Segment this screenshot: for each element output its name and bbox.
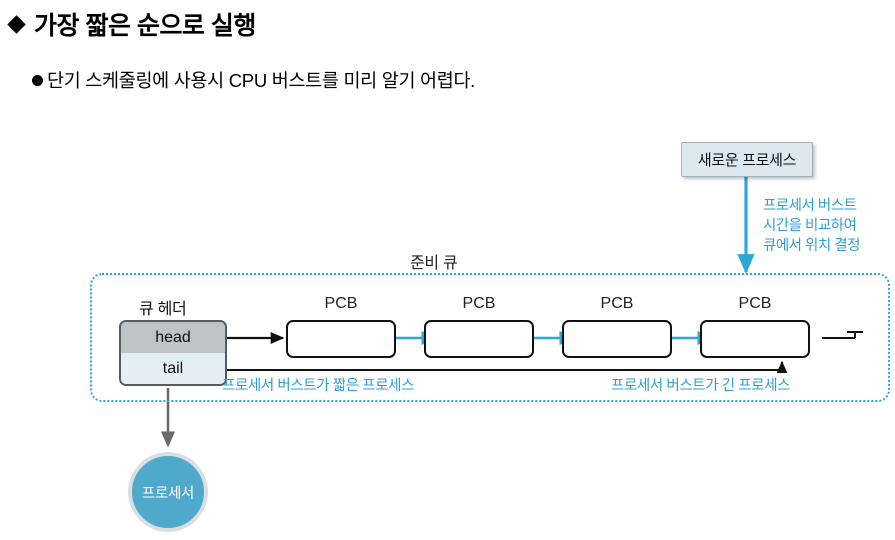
processor-node[interactable]: 프로세서 bbox=[128, 452, 208, 532]
pcb-box-2[interactable] bbox=[424, 320, 534, 358]
queue-header-tail-label: tail bbox=[162, 359, 184, 377]
queue-header-box[interactable]: head tail bbox=[119, 320, 227, 386]
annotation-right-line2: 시간을 비교하여 bbox=[763, 218, 857, 234]
ready-queue-region bbox=[90, 273, 890, 402]
pcb-label-1: PCB bbox=[324, 295, 358, 312]
annotation-right: 프로세서 버스트 시간을 비교하여 큐에서 위치 결정 bbox=[763, 196, 895, 256]
circle-bullet-icon bbox=[32, 74, 43, 86]
pcb-label-4: PCB bbox=[738, 295, 772, 312]
pcb-box-3[interactable] bbox=[562, 320, 672, 358]
pcb-label-3: PCB bbox=[600, 295, 634, 312]
label-long-burst-process: 프로세서 버스트가 긴 프로세스 bbox=[611, 378, 791, 394]
pcb-label-2: PCB bbox=[462, 295, 496, 312]
annotation-right-line1: 프로세서 버스트 bbox=[763, 198, 857, 214]
null-terminator-icon bbox=[822, 331, 863, 339]
ready-queue-label: 준비 큐 bbox=[410, 255, 458, 272]
pcb-box-1[interactable] bbox=[286, 320, 396, 358]
arrow-tail-to-pcb4 bbox=[227, 360, 788, 374]
label-short-burst-process: 프로세서 버스트가 짧은 프로세스 bbox=[222, 378, 415, 394]
queue-header-head-label: head bbox=[155, 328, 191, 346]
new-process-label: 새로운 프로세스 bbox=[697, 152, 797, 169]
new-process-box[interactable]: 새로운 프로세스 bbox=[681, 142, 813, 177]
pcb-box-4[interactable] bbox=[700, 320, 810, 358]
subtitle-text: 단기 스케줄링에 사용시 CPU 버스트를 미리 알기 어렵다. bbox=[47, 70, 476, 91]
queue-header-head-cell[interactable]: head bbox=[121, 322, 225, 353]
processor-label: 프로세서 bbox=[141, 485, 195, 502]
subtitle-bullet-item: 단기 스케줄링에 사용시 CPU 버스트를 미리 알기 어렵다. bbox=[32, 67, 475, 93]
queue-header-label: 큐 헤더 bbox=[139, 301, 187, 318]
queue-header-tail-cell[interactable]: tail bbox=[121, 353, 225, 384]
annotation-right-line3: 큐에서 위치 결정 bbox=[763, 238, 860, 254]
page-title: 가장 짧은 순으로 실행 bbox=[7, 6, 256, 42]
page-title-text: 가장 짧은 순으로 실행 bbox=[34, 12, 256, 40]
